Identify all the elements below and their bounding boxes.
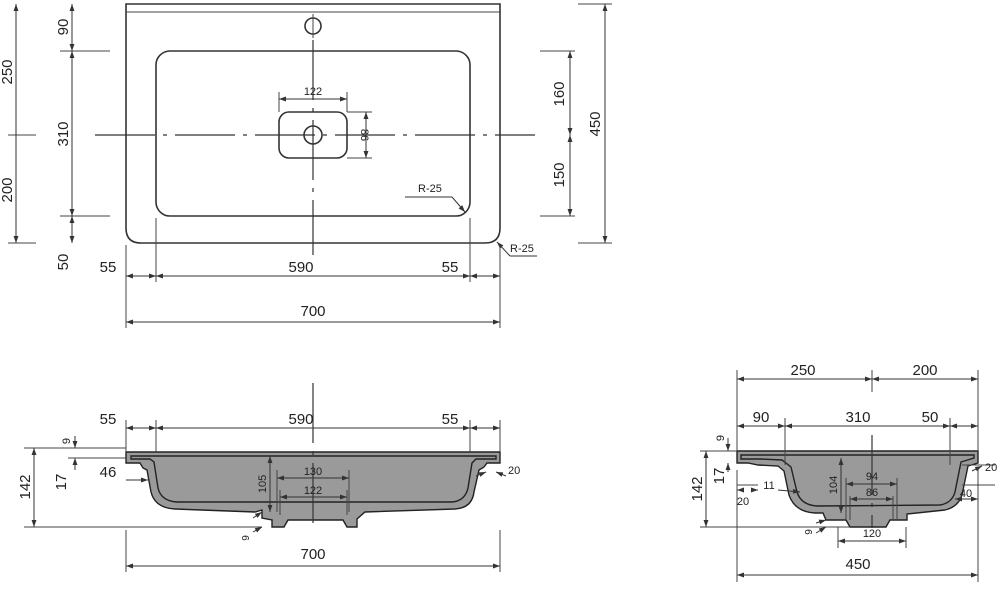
dim-front-105: 105 [257,475,269,493]
dim-side-20-left: 20 [737,496,749,508]
dim-front-122: 122 [304,485,322,497]
dim-top-590: 590 [288,259,313,276]
dim-side-104: 104 [828,476,840,494]
dim-front-590: 590 [288,411,313,428]
dim-front-46: 46 [100,464,117,481]
side-section: 250 200 90 310 50 142 9 17 20 11 104 94 [689,362,997,582]
dim-side-11: 11 [763,480,774,492]
dim-side-450: 450 [845,556,870,573]
dim-side-250: 250 [790,362,815,379]
dim-top-450: 450 [587,111,604,136]
dim-front-55-left: 55 [100,411,117,428]
dim-side-40: 40 [960,488,972,500]
dim-front-20: 20 [508,465,520,477]
dim-side-310: 310 [845,409,870,426]
dim-side-142: 142 [689,476,706,501]
dim-top-250: 250 [0,59,16,84]
dim-top-310: 310 [55,121,72,146]
dim-side-120: 120 [863,528,881,540]
dim-side-94: 94 [866,471,878,483]
dim-top-700: 700 [300,303,325,320]
dim-front-9: 9 [61,438,73,444]
dim-side-17: 17 [711,468,728,485]
dim-side-86: 86 [866,487,878,499]
radius-inner: R-25 [418,183,442,195]
dim-front-17: 17 [53,474,70,491]
dim-side-20-right: 20 [985,462,997,474]
dim-top-200: 200 [0,177,16,202]
front-section: 55 590 55 142 9 17 46 105 130 122 20 9 [17,383,520,572]
dim-side-50: 50 [922,409,939,426]
dim-side-90: 90 [753,409,770,426]
dim-side-200: 200 [912,362,937,379]
dim-top-55-right: 55 [442,259,459,276]
dim-top-160: 160 [551,81,568,106]
dim-top-50: 50 [55,254,72,271]
dim-front-142: 142 [17,474,34,499]
dim-top-90: 90 [55,19,72,36]
dim-side-9: 9 [715,435,727,441]
radius-outer: R-25 [510,243,534,255]
dim-front-55-right: 55 [442,411,459,428]
basin-outline [125,3,501,244]
dim-top-150: 150 [551,162,568,187]
dim-front-9-bottom: 9 [241,535,252,541]
dim-drain-122: 122 [304,86,322,98]
dim-front-130: 130 [304,466,322,478]
dim-top-55-left: 55 [100,259,117,276]
dim-front-700: 700 [300,546,325,563]
top-view: 250 200 90 310 50 160 150 450 122 86 R-2… [0,3,612,328]
dim-drain-86: 86 [358,129,370,141]
dim-side-9-bottom: 9 [804,529,815,535]
